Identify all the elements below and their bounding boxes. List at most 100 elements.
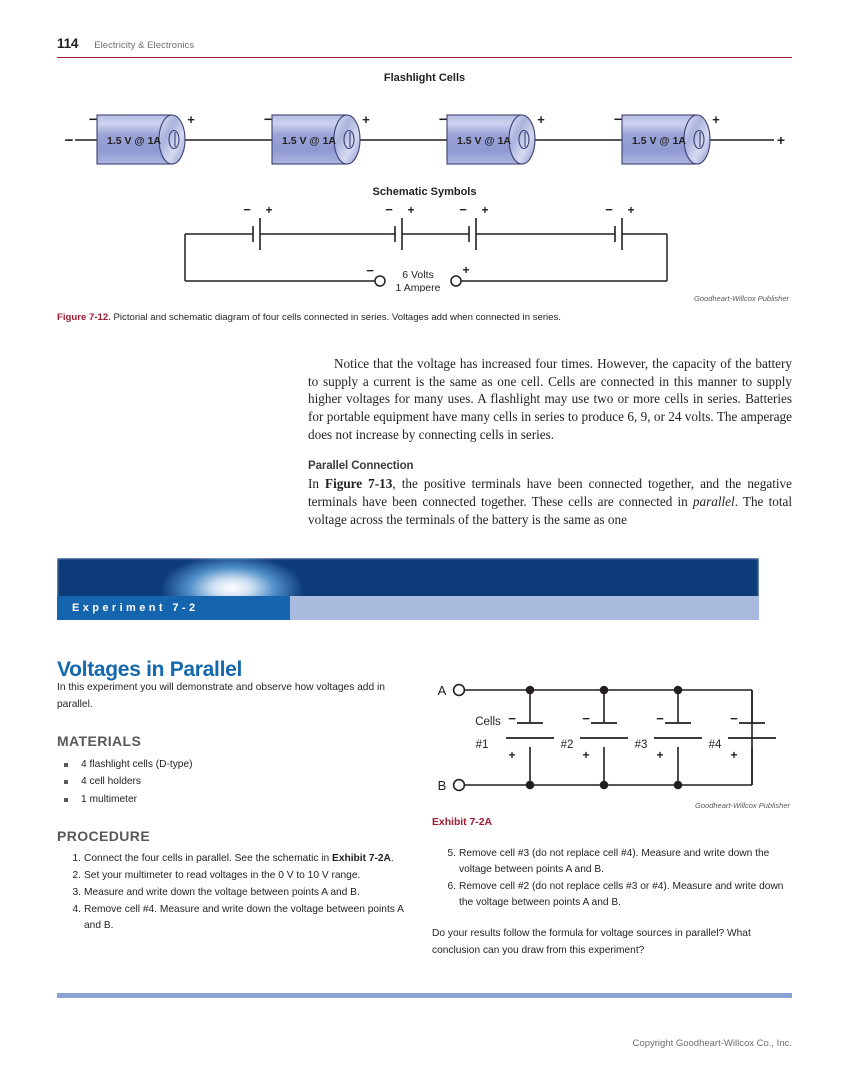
- svg-text:−: −: [656, 711, 664, 726]
- para2-part-c: . The total voltage across the terminals…: [308, 494, 793, 527]
- svg-text:−: −: [459, 204, 467, 217]
- schematic-diagram: − + − + − + − + − + 6 Volts 1 Ampere: [57, 204, 792, 292]
- banner-light-bar: [290, 596, 759, 620]
- list-item: Remove cell #4. Measure and write down t…: [57, 902, 417, 934]
- body-paragraph-1: Notice that the voltage has increased fo…: [308, 356, 792, 442]
- svg-text:−: −: [65, 132, 74, 149]
- svg-text:−: −: [582, 711, 590, 726]
- svg-text:+: +: [730, 748, 737, 762]
- svg-text:−: −: [264, 111, 272, 127]
- step-text: Measure and write down the voltage betwe…: [84, 887, 360, 899]
- svg-text:−: −: [614, 111, 622, 127]
- svg-text:−: −: [385, 204, 393, 217]
- figure-caption: Figure 7-12. Pictorial and schematic dia…: [57, 312, 792, 325]
- experiment-number-label: Experiment 7-2: [72, 602, 199, 614]
- svg-text:+: +: [582, 748, 589, 762]
- experiment-banner: Experiment 7-2: [57, 558, 759, 620]
- experiment-question: Do your results follow the formula for v…: [432, 928, 751, 956]
- cells-label: Cells: [475, 716, 501, 728]
- body-paragraph-2: In Figure 7-13, the positive terminals h…: [308, 475, 792, 528]
- svg-text:+: +: [627, 204, 634, 217]
- procedure-list-left: Connect the four cells in parallel. See …: [57, 851, 417, 935]
- page-number: 114: [57, 36, 79, 51]
- list-item: 4 cell holders: [57, 773, 417, 791]
- step-text: Remove cell #4. Measure and write down t…: [84, 904, 404, 932]
- output-voltage-text: 6 Volts: [402, 269, 434, 281]
- svg-text:+: +: [407, 204, 414, 217]
- experiment-left-column: In this experiment you will demonstrate …: [57, 680, 417, 936]
- para2-part-a: In: [308, 476, 326, 492]
- svg-text:+: +: [462, 263, 469, 277]
- footer-divider: [57, 993, 792, 998]
- step-text: Connect the four cells in parallel. See …: [84, 853, 333, 865]
- list-item: Remove cell #2 (do not replace cells #3 …: [440, 879, 784, 909]
- svg-text:+: +: [656, 748, 663, 762]
- step-text-tail: .: [390, 853, 394, 865]
- list-item: Remove cell #3 (do not replace cell #4).…: [440, 846, 770, 876]
- svg-text:−: −: [605, 204, 613, 217]
- svg-text:+: +: [187, 112, 195, 127]
- exhibit-label: Exhibit 7-2A: [432, 817, 493, 828]
- svg-text:−: −: [508, 711, 516, 726]
- running-head-title: Electricity & Electronics: [94, 40, 195, 51]
- flashlight-cell: 1.5 V @ 1A − +: [264, 111, 370, 165]
- materials-heading: MATERIALS: [57, 733, 142, 750]
- list-item: Connect the four cells in parallel. See …: [57, 851, 417, 867]
- node-b-label: B: [438, 778, 447, 793]
- svg-text:+: +: [537, 112, 545, 127]
- flashlight-cell: 1.5 V @ 1A − +: [614, 111, 720, 165]
- experiment-title: Voltages in Parallel: [57, 658, 243, 682]
- cell-id-label: #1: [476, 739, 489, 751]
- pictorial-heading: Flashlight Cells: [383, 72, 466, 84]
- experiment-intro: In this experiment you will demonstrate …: [57, 682, 385, 710]
- node-a-label: A: [438, 683, 447, 698]
- step-text: Set your multimeter to read voltages in …: [84, 870, 361, 882]
- figure-7-13-reference: Figure 7-13: [325, 476, 393, 492]
- parallel-schematic-svg: A B Cells #1 #2 #3 #4 − − − − + + + +: [438, 683, 776, 793]
- svg-text:+: +: [508, 748, 515, 762]
- materials-list: 4 flashlight cells (D-type) 4 cell holde…: [57, 756, 417, 809]
- experiment-number-tab: Experiment 7-2: [57, 596, 290, 620]
- svg-text:1.5 V @ 1A: 1.5 V @ 1A: [107, 135, 161, 147]
- svg-text:+: +: [265, 204, 272, 217]
- step-bold-ref: Exhibit 7-2A: [332, 853, 391, 865]
- cell-id-label: #2: [561, 739, 574, 751]
- list-item: 4 flashlight cells (D-type): [57, 756, 417, 774]
- figure-7-12: Flashlight Cells: [57, 72, 792, 325]
- copyright-notice: Copyright Goodheart-Willcox Co., Inc.: [632, 1038, 792, 1049]
- svg-text:+: +: [712, 112, 720, 127]
- parallel-connection-subhead: Parallel Connection: [308, 460, 414, 473]
- svg-text:−: −: [366, 263, 374, 278]
- svg-text:1.5 V @ 1A: 1.5 V @ 1A: [632, 135, 686, 147]
- svg-text:−: −: [89, 111, 97, 127]
- cell-id-label: #4: [709, 739, 722, 751]
- figure-caption-label: Figure 7-12.: [57, 312, 111, 323]
- para2-italic-term: parallel: [692, 494, 735, 510]
- list-item: Set your multimeter to read voltages in …: [57, 868, 417, 884]
- flashlight-cell: 1.5 V @ 1A − +: [439, 111, 545, 165]
- flashlight-cell: 1.5 V @ 1A − +: [89, 111, 195, 165]
- schematic-heading: Schematic Symbols: [372, 186, 477, 198]
- para2-part-b: , the positive terminals have been conne…: [308, 476, 792, 510]
- procedure-heading: PROCEDURE: [57, 828, 151, 845]
- svg-text:−: −: [439, 111, 447, 127]
- page-header: 114 Electricity & Electronics: [57, 36, 792, 51]
- procedure-list-right: Remove cell #3 (do not replace cell #4).…: [432, 846, 792, 911]
- svg-text:−: −: [730, 711, 738, 726]
- output-current-text: 1 Ampere: [396, 282, 441, 292]
- cell-id-label: #3: [635, 739, 648, 751]
- svg-text:1.5 V @ 1A: 1.5 V @ 1A: [282, 135, 336, 147]
- list-item: 1 multimeter: [57, 791, 417, 809]
- exhibit-credit: Goodheart-Willcox Publisher: [695, 801, 790, 810]
- flashlight-cells-svg: − + 1.5 V @ 1A − + 1.5 V @ 1A −: [65, 111, 785, 165]
- svg-text:1.5 V @ 1A: 1.5 V @ 1A: [457, 135, 511, 147]
- list-item: Measure and write down the voltage betwe…: [57, 885, 417, 901]
- svg-text:+: +: [481, 204, 488, 217]
- figure-caption-text: Pictorial and schematic diagram of four …: [110, 312, 561, 323]
- body-text-column: Notice that the voltage has increased fo…: [308, 355, 792, 528]
- header-divider: [57, 57, 792, 58]
- figure-credit: Goodheart-Willcox Publisher: [694, 294, 789, 303]
- svg-text:+: +: [362, 112, 370, 127]
- pictorial-diagram: − + 1.5 V @ 1A − + 1.5 V @ 1A −: [57, 92, 792, 170]
- svg-text:+: +: [777, 132, 785, 148]
